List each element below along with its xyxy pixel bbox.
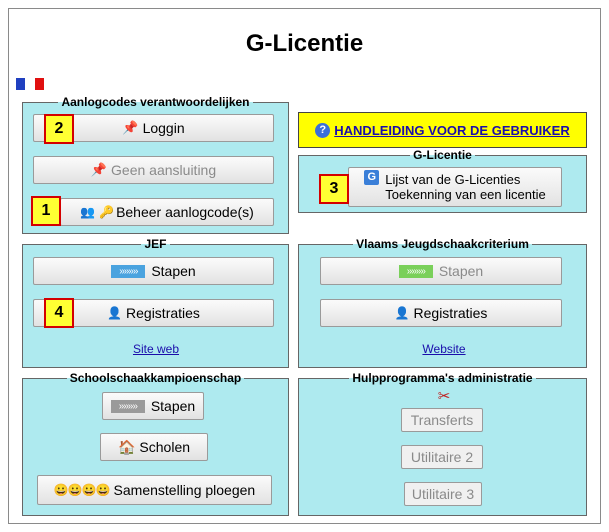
utility2-label: Utilitaire 2 bbox=[410, 449, 474, 465]
school-building-icon: 🏠 bbox=[117, 438, 136, 455]
manage-codes-button[interactable]: 👥 🔑 Beheer aanlogcode(s) bbox=[60, 198, 274, 226]
vlaams-website-link[interactable]: Website bbox=[422, 342, 466, 356]
help-icon: ? bbox=[315, 122, 331, 138]
marker-1: 1 bbox=[31, 196, 61, 226]
green-pushpin-icon: 📌 bbox=[122, 120, 139, 135]
panel-glicentie-legend: G-Licentie bbox=[413, 148, 472, 162]
utility3-label: Utilitaire 3 bbox=[411, 486, 475, 502]
g-icon: G bbox=[364, 170, 380, 185]
licence-list-text: Lijst van de G-Licenties Toekenning van … bbox=[385, 172, 545, 202]
school-steps-button[interactable]: »»»» Stapen bbox=[102, 392, 204, 420]
marker-2: 2 bbox=[44, 114, 74, 144]
transfers-button[interactable]: Transferts bbox=[401, 408, 483, 432]
jef-registrations-label: Registraties bbox=[126, 305, 200, 321]
vlaams-registrations-label: Registraties bbox=[413, 305, 488, 321]
utility3-button[interactable]: Utilitaire 3 bbox=[404, 482, 482, 506]
person-icon: 👤 bbox=[107, 306, 123, 320]
panel-aanlogcodes-legend: Aanlogcodes verantwoordelijken bbox=[61, 95, 250, 109]
marker-4: 4 bbox=[44, 298, 74, 328]
no-connection-button[interactable]: 📌 Geen aansluiting bbox=[33, 156, 274, 184]
red-pushpin-icon: 📌 bbox=[90, 162, 108, 177]
team-composition-button[interactable]: 😀😀😀😀 Samenstelling ploegen bbox=[37, 475, 272, 505]
tools-icon: ✂ bbox=[437, 388, 451, 405]
person-icon: 👤 bbox=[394, 306, 410, 320]
key-icon: 🔑 bbox=[99, 205, 115, 219]
jef-steps-button[interactable]: »»»» Stapen bbox=[33, 257, 274, 285]
arrows-icon: »»»» bbox=[398, 264, 433, 278]
panel-jef-legend: JEF bbox=[144, 237, 167, 251]
arrows-icon: »»»» bbox=[111, 264, 146, 278]
page-title: G-Licentie bbox=[245, 30, 364, 57]
licence-list-label: Lijst van de G-Licenties bbox=[385, 172, 521, 187]
user-manual-label: HANDLEIDING VOOR DE GEBRUIKER bbox=[334, 122, 570, 138]
licence-list-button[interactable]: G Lijst van de G-Licenties Toekenning va… bbox=[348, 167, 562, 207]
school-steps-label: Stapen bbox=[150, 398, 196, 414]
french-flag-icon[interactable] bbox=[16, 78, 44, 90]
arrows-icon: »»»» bbox=[110, 399, 145, 413]
login-button-label: Loggin bbox=[142, 120, 185, 136]
manage-codes-button-label: Beheer aanlogcode(s) bbox=[116, 204, 254, 220]
schools-label: Scholen bbox=[139, 439, 191, 455]
panel-vlaams-legend: Vlaams Jeugdschaakcriterium bbox=[356, 237, 529, 251]
panel-admin-legend: Hulpprogramma's administratie bbox=[352, 371, 533, 385]
vlaams-registrations-button[interactable]: 👤 Registraties bbox=[320, 299, 562, 327]
vlaams-steps-label: Stapen bbox=[438, 263, 484, 279]
team-composition-label: Samenstelling ploegen bbox=[113, 482, 256, 498]
licence-grant-label: Toekenning van een licentie bbox=[385, 187, 546, 202]
panel-school-legend: Schoolschaakkampioenschap bbox=[69, 371, 242, 385]
transfers-label: Transferts bbox=[410, 412, 474, 428]
user-manual-link[interactable]: ? HANDLEIDING VOOR DE GEBRUIKER bbox=[298, 112, 587, 148]
jef-website-link[interactable]: Site web bbox=[132, 342, 180, 356]
smiley-faces-icon: 😀😀😀😀 bbox=[53, 483, 111, 497]
jef-steps-label: Stapen bbox=[151, 263, 196, 279]
users-icon: 👥 bbox=[80, 205, 96, 219]
marker-3: 3 bbox=[319, 174, 349, 204]
utility2-button[interactable]: Utilitaire 2 bbox=[401, 445, 483, 469]
schools-button[interactable]: 🏠 Scholen bbox=[100, 433, 208, 461]
vlaams-steps-button[interactable]: »»»» Stapen bbox=[320, 257, 562, 285]
no-connection-button-label: Geen aansluiting bbox=[111, 162, 217, 178]
